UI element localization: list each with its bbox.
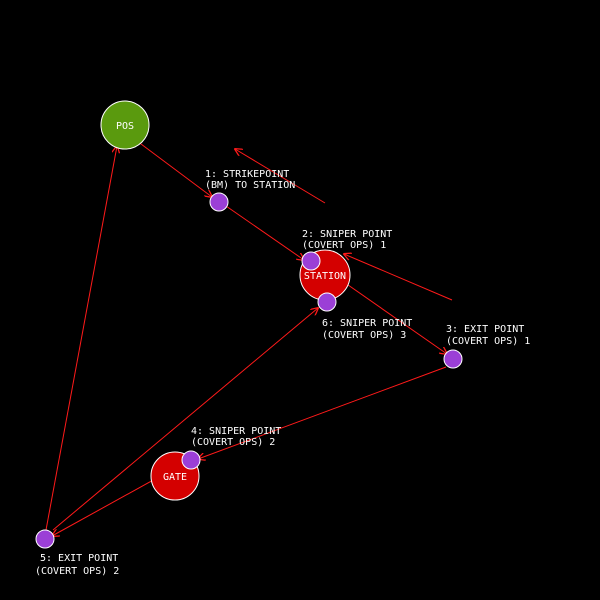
route-station-outbound: [235, 149, 326, 204]
waypoint-4-marker[interactable]: [181, 450, 201, 470]
pos-label: POS: [116, 121, 134, 132]
waypoint-3-marker[interactable]: [443, 349, 463, 369]
waypoint-1[interactable]: 1: STRIKEPOINT (BM) TO STATION: [205, 169, 295, 212]
waypoint-3[interactable]: 3: EXIT POINT (COVERT OPS) 1: [443, 324, 530, 369]
waypoint-2[interactable]: 2: SNIPER POINT (COVERT OPS) 1: [301, 229, 392, 271]
waypoint-2-label-line-2: (COVERT OPS) 1: [302, 240, 386, 251]
waypoint-5-marker[interactable]: [35, 529, 55, 549]
waypoint-1-label-line-2: (BM) TO STATION: [205, 180, 295, 191]
waypoint-1-label-line-1: 1: STRIKEPOINT: [205, 169, 289, 180]
waypoint-4[interactable]: 4: SNIPER POINT (COVERT OPS) 2: [181, 426, 281, 470]
waypoint-6-marker[interactable]: [317, 292, 337, 312]
waypoint-6-label-line-2: (COVERT OPS) 3: [322, 330, 406, 341]
pos-marker[interactable]: [100, 100, 150, 150]
route-waypoint-5-to-waypoint-6: [52, 308, 318, 531]
route-pos-to-waypoint-1: [136, 140, 212, 197]
waypoint-1-marker[interactable]: [209, 192, 229, 212]
waypoint-3-label-line-1: 3: EXIT POINT: [446, 324, 524, 335]
route-waypoint-5-to-pos: [45, 146, 117, 531]
waypoint-2-label-line-1: 2: SNIPER POINT: [302, 229, 392, 240]
station-label: STATION: [304, 271, 346, 282]
waypoint-5[interactable]: 5: EXIT POINT (COVERT OPS) 2: [35, 529, 119, 577]
waypoint-6[interactable]: 6: SNIPER POINT (COVERT OPS) 3: [317, 292, 412, 341]
waypoint-2-marker[interactable]: [301, 251, 321, 271]
waypoints: 1: STRIKEPOINT (BM) TO STATION 2: SNIPER…: [35, 169, 530, 577]
route-waypoint-1-to-waypoint-2: [225, 205, 304, 260]
route-waypoint-3-to-waypoint-4: [198, 366, 447, 459]
gate-label: GATE: [163, 472, 187, 483]
waypoint-5-label-line-2: (COVERT OPS) 2: [35, 566, 119, 577]
waypoint-3-label-line-2: (COVERT OPS) 1: [446, 336, 530, 347]
waypoint-6-label-line-1: 6: SNIPER POINT: [322, 318, 412, 329]
waypoint-4-label-line-2: (COVERT OPS) 2: [191, 437, 275, 448]
waypoint-5-label-line-1: 5: EXIT POINT: [40, 553, 118, 564]
location-pos[interactable]: POS: [100, 100, 150, 150]
waypoint-4-label-line-1: 4: SNIPER POINT: [191, 426, 281, 437]
route-offscreen-to-station: [344, 254, 453, 301]
